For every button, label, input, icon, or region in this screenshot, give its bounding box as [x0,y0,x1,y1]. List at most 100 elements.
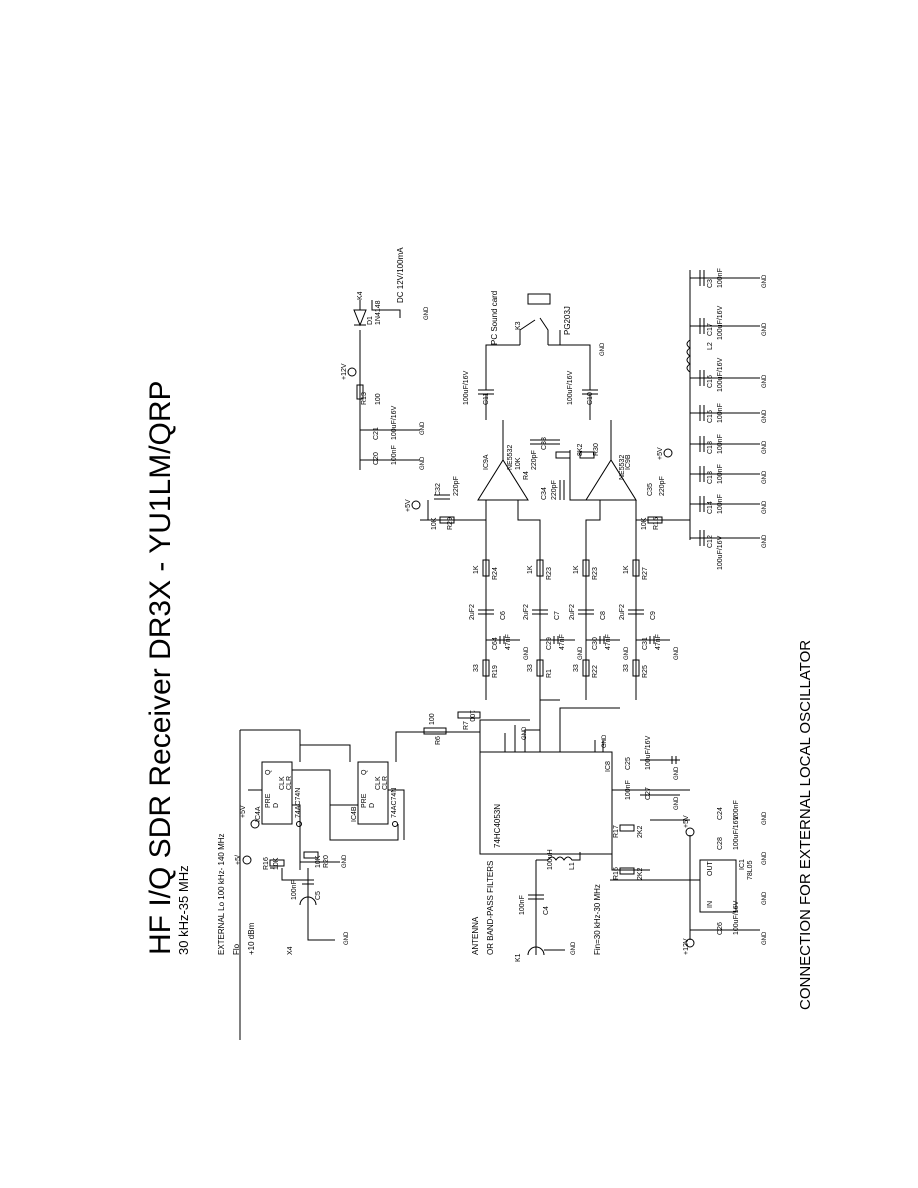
r6-label: R6 [435,736,442,745]
gnd-label: GND [571,941,577,955]
gnd-label: GND [420,421,426,435]
c18-label: C18 [707,441,714,454]
ic9a-type: NE5532 [507,445,514,470]
ic4a-clr: CLR [286,776,293,790]
ic1-in: IN [707,901,714,908]
fin-label: Fin=30 kHz-30 MHz [593,884,602,955]
r17-label: R17 [613,825,620,838]
c15-value: 100nF [717,403,724,423]
lower-c9-value: 2uF2 [619,604,626,620]
ic4b-clk: CLK [375,776,382,790]
jack-label: PG203J [563,306,572,335]
upper-filter-chains: R19 33 C64 47nF C6 2uF2 R24 1K R1 33 C29… [469,530,575,700]
lo-level-label: +10 dBm [247,922,256,955]
r7-value: 100 [468,710,475,722]
c18-value: 100nF [717,434,724,454]
ext-lo-note: EXTERNAL Lo 100 kHz- 140 MHz [217,833,226,955]
dc-supply-label: DC 12V/100mA [396,247,405,303]
r30-value: 8K2 [577,443,584,456]
power-rail-label: +12V [341,363,348,380]
ic4b-ref: IC4B [351,806,358,822]
c13-value: 100nF [717,464,724,484]
r20-label: R20 [323,855,330,868]
ic9b-opamp: IC9B NE5532 [585,454,637,501]
c26-label: C26 [717,922,724,935]
gnd-label: GND [578,646,584,660]
gnd-label: GND [762,374,768,388]
ic4a-flipflop: IC4A 74AC74N PRE D CLK CLR Q [255,761,302,825]
gnd-label: GND [762,811,768,825]
gnd-label: GND [342,854,348,868]
reg-output-rail: +5V [683,815,690,828]
upper-c64-value: 47nF [505,634,512,650]
r29-label: R29 [447,517,454,530]
gnd-label: GND [762,440,768,454]
ic4b-pre: PRE [361,793,368,808]
c21-label: C21 [373,427,380,440]
c5-label: C5 [315,891,322,900]
ic9a-opamp: IC9A NE5532 [477,445,529,501]
r4-label: R4 [523,471,530,480]
c25-value: 100uF/16V [645,735,652,770]
c21-value: 100uF/16V [391,405,398,440]
r16-value: 10K [273,857,280,870]
c27-label: C27 [645,787,652,800]
r7-label: R7 [463,721,470,730]
c34-label: C34 [541,487,548,500]
supply-decoupling: C12 100uF/16V C14 100nF C13 100nF C18 10… [686,268,760,570]
gnd-label: GND [424,306,430,320]
k3-ref: K3 [515,321,522,330]
lower-r27-value: 1K [623,565,630,574]
lower-filter-chains: R22 33 C30 47nF C8 2uF2 R23 1K R25 33 C3… [569,530,670,700]
c4-label: C4 [543,906,550,915]
k1-ref: K1 [515,953,522,962]
c24-value: 100nF [733,800,740,820]
c3-value: 100nF [717,268,724,288]
gnd-label: GND [762,931,768,945]
lower-r22: R22 [592,665,599,678]
c35-label: C35 [647,483,654,496]
c26-value: 100uF/16V [733,900,740,935]
c33-value: 220pF [531,450,538,470]
upper-c6: C6 [500,611,507,620]
r6-value: 100 [429,713,436,725]
c4-value: 100nF [519,895,526,915]
r4-value: 10K [515,457,522,470]
lower-r23-value: 1K [573,565,580,574]
upper-r1-value: 33 [527,664,534,672]
upper-r1: R1 [546,669,553,678]
gnd-label: GND [762,851,768,865]
ic9a-ref: IC9A [483,454,490,470]
k4-ref: K4 [357,291,364,300]
c17-label: C17 [707,323,714,336]
lower-r23: R23 [592,567,599,580]
ic1-type: 78L05 [747,860,754,880]
c14-value: 100nF [717,494,724,514]
gnd-label: GND [762,500,768,514]
gnd-label: GND [762,891,768,905]
upper-c64: C64 [492,637,499,650]
c34-value: 220pF [551,480,558,500]
gnd-label: GND [762,409,768,423]
sound-card-label: PC Sound card [490,291,499,345]
gnd-label: GND [762,274,768,288]
l1-value: 100uH [547,849,554,870]
c20-label: C20 [373,452,380,465]
lower-r27: R27 [642,567,649,580]
upper-r19: R19 [492,665,499,678]
c25-label: C25 [625,757,632,770]
ic4a-d: D [273,803,280,808]
ic1-out: OUT [707,861,714,877]
c13-label: C13 [707,471,714,484]
c12-value: 100uF/16V [717,535,724,570]
r18-label: R16 [613,867,620,880]
c12-label: C12 [707,535,714,548]
upper-r24: R24 [492,567,499,580]
r13-value: 100 [375,393,382,405]
opamp-supply-b-label: +5V [657,447,664,460]
lower-c9: C9 [650,611,657,620]
c10-value: 100uF/16V [567,370,574,405]
r29-value: 10K [431,517,438,530]
